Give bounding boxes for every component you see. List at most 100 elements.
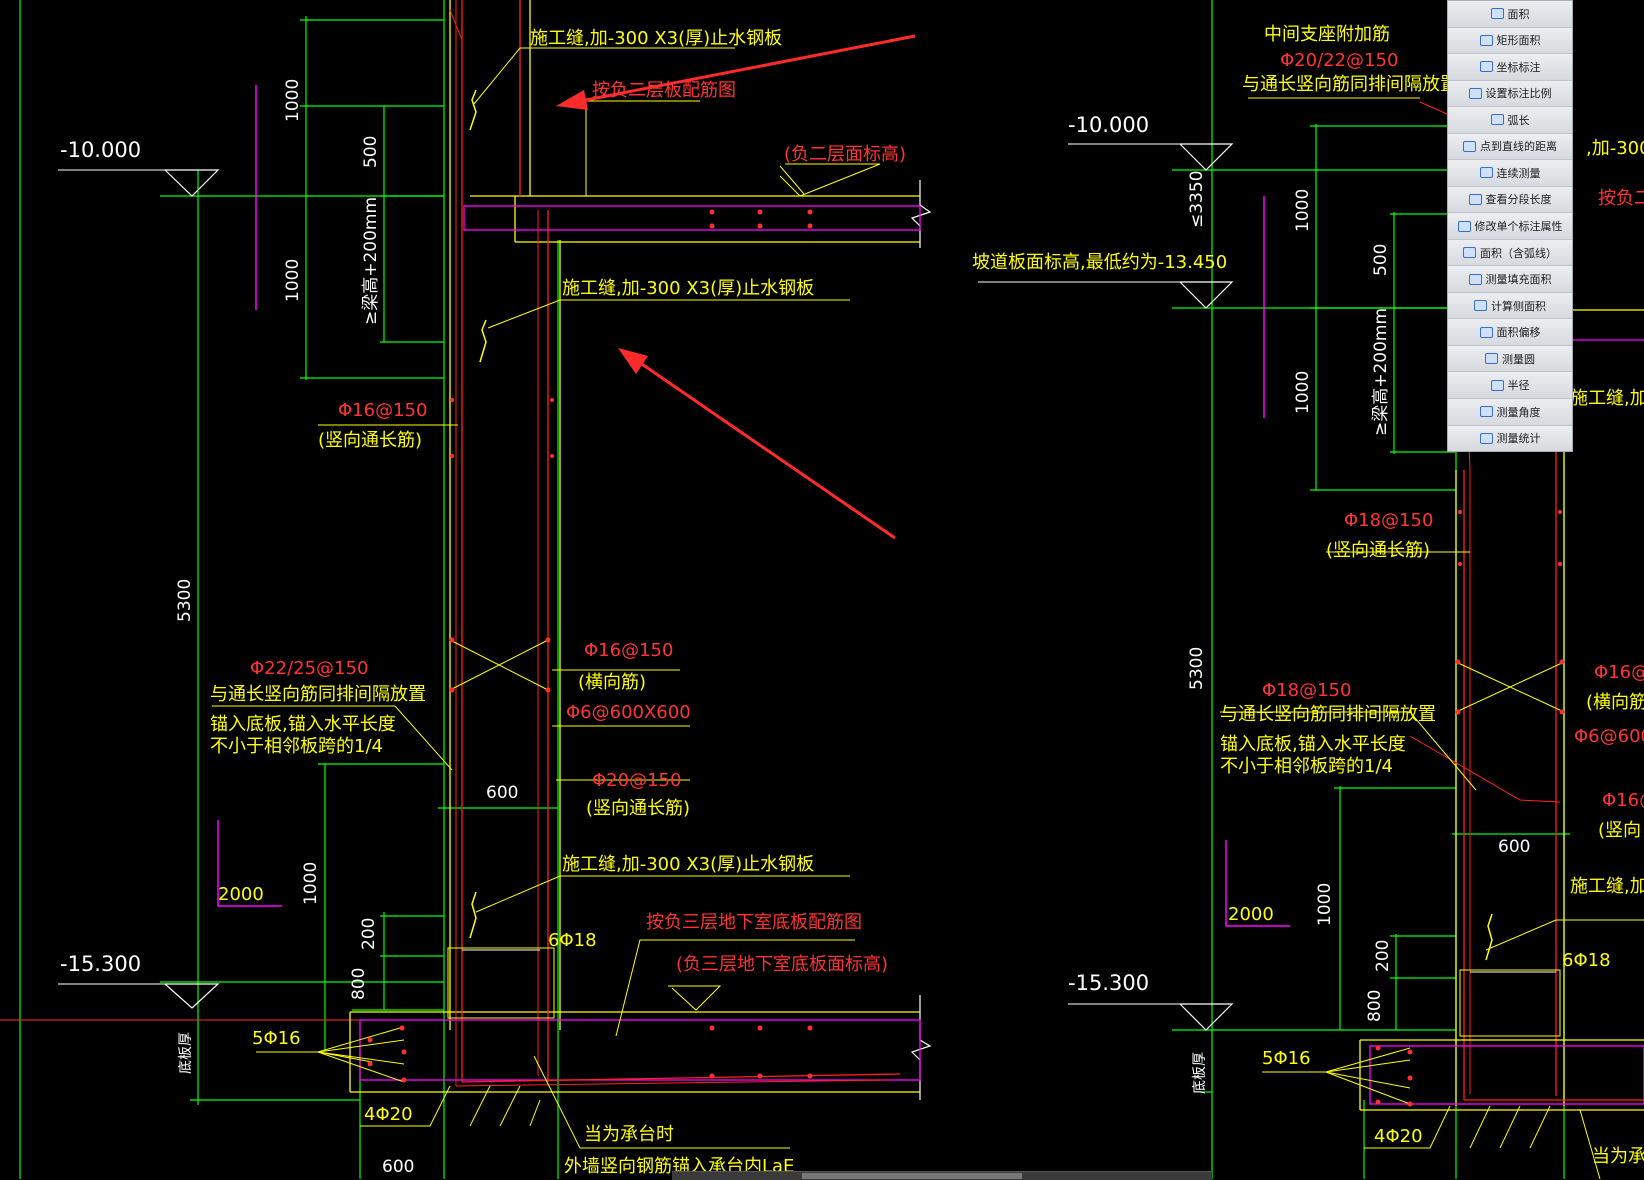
left-dim-1000-c: 1000 bbox=[301, 862, 321, 905]
segment-length-icon bbox=[1468, 193, 1482, 205]
left-wall-detail bbox=[0, 0, 932, 1179]
left-note-b3-rebar: 按负三层地下室底板配筋图 bbox=[646, 912, 862, 933]
horizontal-scroll-thumb[interactable] bbox=[802, 1173, 1022, 1179]
toolbar-item-continuous-measure[interactable]: 连续测量 bbox=[1448, 160, 1572, 187]
left-rebar-h-16: Φ16@150 bbox=[584, 640, 673, 661]
toolbar-item-side-area[interactable]: 计算侧面积 bbox=[1448, 292, 1572, 320]
right-cut-16-b: Φ16@ bbox=[1602, 790, 1644, 811]
toolbar-item-arc-length[interactable]: 弧长 bbox=[1448, 107, 1572, 134]
toolbar-item-area[interactable]: 面积 bbox=[1448, 1, 1572, 28]
right-rebar-5-16: 5Φ16 bbox=[1262, 1048, 1311, 1069]
right-rebar-18-desc: (竖向通长筋) bbox=[1326, 540, 1430, 561]
toolbar-item-label: 连续测量 bbox=[1496, 166, 1541, 180]
toolbar-item-point-line-distance[interactable]: 点到直线的距离 bbox=[1448, 133, 1572, 161]
toolbar-item-label: 测量填充面积 bbox=[1485, 273, 1552, 287]
horizontal-scrollbar[interactable] bbox=[672, 1171, 1212, 1180]
left-note-b2-rebar: 按负二层板配筋图 bbox=[592, 80, 736, 101]
left-dim-600-mid: 600 bbox=[486, 783, 518, 803]
left-note-cap-1: 当为承台时 bbox=[584, 1124, 674, 1145]
toolbar-item-label: 矩形面积 bbox=[1496, 34, 1541, 48]
toolbar-item-statistics[interactable]: 测量统计 bbox=[1448, 425, 1572, 452]
point-line-distance-icon bbox=[1463, 140, 1476, 152]
right-dim-2000: 2000 bbox=[1228, 904, 1274, 925]
edit-annotation-icon bbox=[1457, 220, 1471, 232]
toolbar-item-fill-area[interactable]: 测量填充面积 bbox=[1448, 266, 1572, 293]
left-dim-200: 200 bbox=[359, 918, 379, 950]
toolbar-item-label: 查看分段长度 bbox=[1485, 193, 1552, 207]
statistics-icon bbox=[1479, 432, 1493, 444]
area-icon bbox=[1490, 8, 1504, 20]
left-dim-1000-b: 1000 bbox=[283, 259, 303, 302]
left-rebar-5-16: 5Φ16 bbox=[252, 1028, 301, 1049]
toolbar-item-angle[interactable]: 测量角度 bbox=[1448, 398, 1572, 426]
right-dim-500: 500 bbox=[1371, 244, 1391, 276]
left-elev-bottom: -15.300 bbox=[60, 952, 141, 976]
circle-icon bbox=[1485, 353, 1498, 365]
toolbar-item-label: 计算侧面积 bbox=[1491, 299, 1546, 313]
right-dim-1000-a: 1000 bbox=[1293, 189, 1313, 232]
right-dim-600: 600 bbox=[1498, 837, 1530, 857]
left-slab-thick: 底板厚 bbox=[178, 1032, 194, 1074]
toolbar-item-circle[interactable]: 测量圆 bbox=[1448, 345, 1572, 373]
right-annotations: 中间支座附加筋 Φ20/22@150 与通长竖向筋同排间隔放置 -10.000 … bbox=[972, 24, 1644, 1167]
right-cut-joint: 施工缝,加- bbox=[1570, 388, 1644, 409]
toolbar-item-label: 设置标注比例 bbox=[1485, 87, 1552, 101]
arc-area-icon bbox=[1463, 247, 1476, 259]
left-dim-5300: 5300 bbox=[175, 579, 195, 622]
right-dim-beam: ≥梁高+200mm bbox=[1371, 308, 1391, 436]
left-note-b3-elev: (负三层地下室底板面标高) bbox=[676, 954, 888, 975]
left-dim-2000: 2000 bbox=[218, 884, 264, 905]
left-note-anchor-2: 不小于相邻板跨的1/4 bbox=[210, 736, 383, 757]
toolbar-item-radius[interactable]: 半径 bbox=[1448, 372, 1572, 399]
right-rebar-18-150: Φ18@150 bbox=[1344, 510, 1433, 531]
continuous-measure-icon bbox=[1479, 167, 1493, 179]
right-cut-16-a: Φ16@1 bbox=[1594, 662, 1644, 683]
angle-icon bbox=[1479, 406, 1493, 418]
right-elev-bottom: -15.300 bbox=[1068, 971, 1149, 995]
left-dim-800: 800 bbox=[349, 968, 369, 1000]
toolbar-item-coordinate[interactable]: 坐标标注 bbox=[1448, 54, 1572, 81]
left-rebar-4-20: 4Φ20 bbox=[364, 1104, 413, 1125]
left-annotations: -10.000 -15.300 1000 500 1000 ≥梁高+200mm … bbox=[60, 28, 906, 1177]
area-offset-icon bbox=[1479, 326, 1493, 338]
right-note-mid-support: 中间支座附加筋 bbox=[1264, 24, 1390, 45]
left-rebar-6-18: 6Φ18 bbox=[548, 930, 597, 951]
right-cut-hz: (横向筋) bbox=[1586, 692, 1644, 713]
left-rebar-20-desc: (竖向通长筋) bbox=[586, 798, 690, 819]
toolbar-item-label: 面积（含弧线） bbox=[1480, 246, 1557, 260]
toolbar-item-label: 坐标标注 bbox=[1496, 60, 1541, 74]
toolbar-item-label: 点到直线的距离 bbox=[1480, 140, 1557, 154]
left-rebar-16-desc: (竖向通长筋) bbox=[318, 430, 422, 451]
right-cut-cap: 当为承台 bbox=[1592, 1146, 1644, 1167]
toolbar-item-label: 半径 bbox=[1507, 379, 1530, 393]
radius-icon bbox=[1490, 379, 1504, 391]
toolbar-item-segment-length[interactable]: 查看分段长度 bbox=[1448, 186, 1572, 214]
right-dim-3350: ≤3350 bbox=[1187, 170, 1207, 228]
left-note-same-row: 与通长竖向筋同排间隔放置 bbox=[210, 684, 426, 705]
right-rebar-6-18: 6Φ18 bbox=[1562, 950, 1611, 971]
right-dim-1000-c: 1000 bbox=[1315, 883, 1335, 926]
left-note-joint-1: 施工缝,加-300 X3(厚)止水钢板 bbox=[530, 28, 782, 49]
left-rebar-20: Φ20@150 bbox=[592, 770, 681, 791]
left-rebar-6: Φ6@600X600 bbox=[566, 702, 691, 723]
right-cut-300: ,加-300 bbox=[1586, 138, 1644, 159]
right-slab-thick: 底板厚 bbox=[1192, 1052, 1208, 1094]
left-elev-top: -10.000 bbox=[60, 138, 141, 162]
toolbar-item-scale[interactable]: 设置标注比例 bbox=[1448, 80, 1572, 108]
toolbar-item-label: 修改单个标注属性 bbox=[1474, 220, 1563, 234]
right-note-anchor-1: 锚入底板,锚入水平长度 bbox=[1220, 734, 1406, 755]
right-rebar-4-20: 4Φ20 bbox=[1374, 1126, 1423, 1147]
toolbar-item-label: 面积 bbox=[1507, 7, 1530, 21]
toolbar-item-area-offset[interactable]: 面积偏移 bbox=[1448, 319, 1572, 346]
arc-length-icon bbox=[1490, 114, 1504, 126]
right-dim-5300: 5300 bbox=[1187, 647, 1207, 690]
toolbar-item-arc-area[interactable]: 面积（含弧线） bbox=[1448, 239, 1572, 267]
toolbar-item-edit-annotation[interactable]: 修改单个标注属性 bbox=[1448, 213, 1572, 240]
toolbar-item-rect-area[interactable]: 矩形面积 bbox=[1448, 27, 1572, 55]
right-cut-vert: (竖向 bbox=[1598, 820, 1641, 841]
right-rebar-20-22: Φ20/22@150 bbox=[1280, 50, 1398, 71]
toolbar-item-label: 面积偏移 bbox=[1496, 326, 1541, 340]
left-dim-600-bot: 600 bbox=[382, 1157, 414, 1177]
